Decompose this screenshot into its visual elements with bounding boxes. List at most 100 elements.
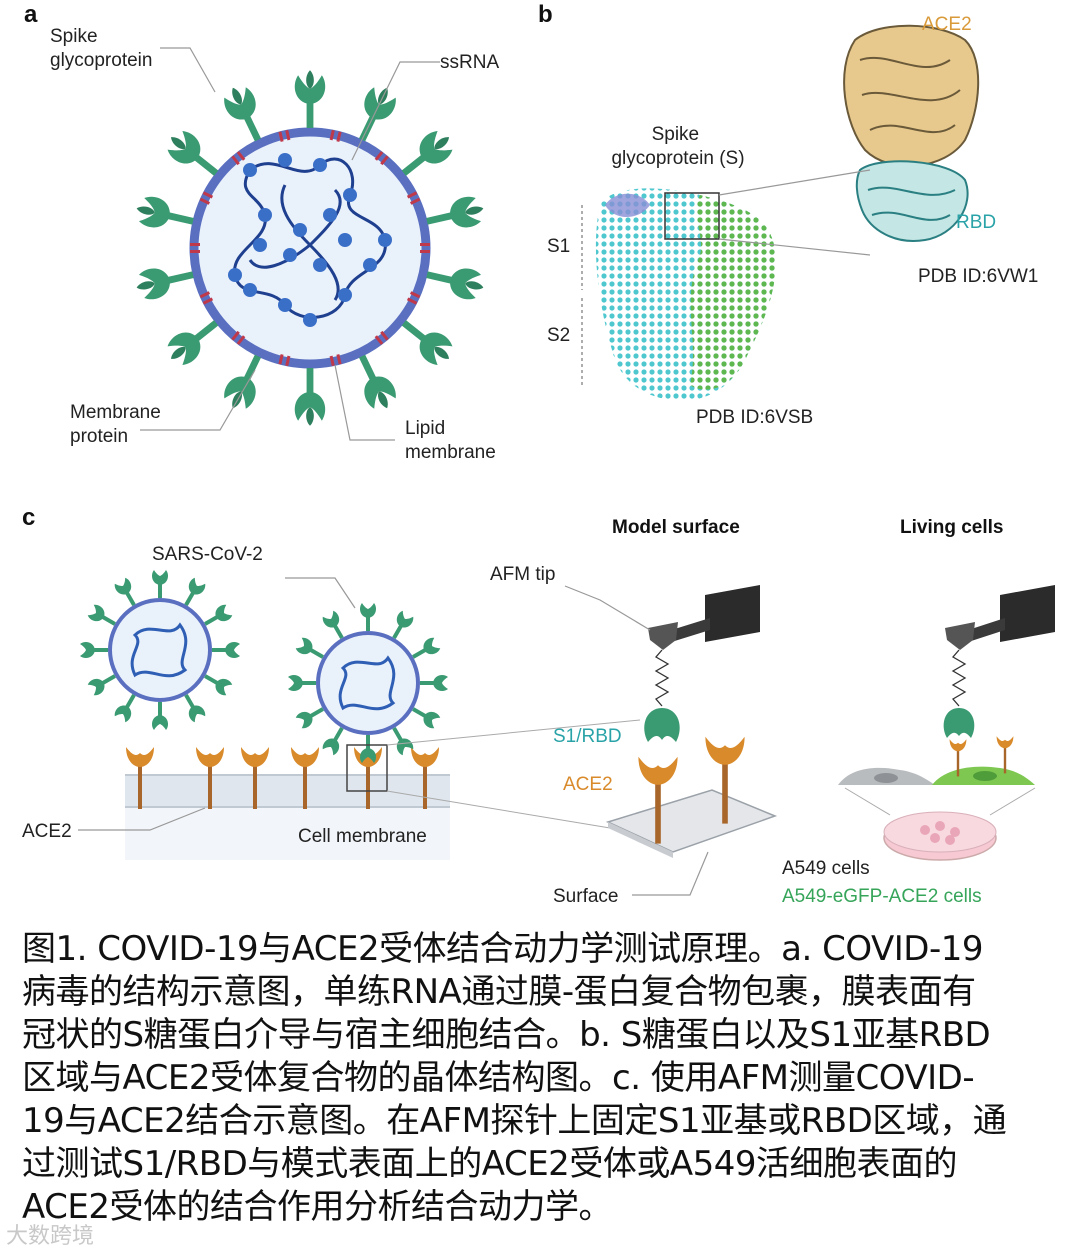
label-ace2-structure: ACE2: [922, 14, 972, 35]
rna-node: [258, 208, 272, 222]
s1-rbd-on-tip: [644, 708, 680, 742]
label-lipid-membrane-line1: Lipid: [405, 418, 445, 439]
rna-node: [313, 258, 327, 272]
zoom-box: [346, 744, 388, 792]
label-s2: S2: [547, 325, 570, 346]
rna-node: [293, 223, 307, 237]
label-pdb-6vsb: PDB ID:6VSB: [696, 407, 813, 428]
virus-diagram: [133, 70, 487, 426]
caption-line: 19与ACE2结合示意图。在AFM探针上固定S1亚基或RBD区域，通: [22, 1101, 1007, 1141]
label-surface: Surface: [553, 886, 618, 907]
panel-a-letter: a: [24, 1, 38, 28]
spike-glycoprotein: [133, 259, 197, 303]
panel-a-leaders: [140, 47, 440, 441]
rna-strand: [338, 655, 396, 711]
surface-leader: [632, 851, 709, 896]
label-spike-s-line2: glycoprotein (S): [611, 148, 744, 169]
rbd-crystal-structure: [855, 160, 969, 242]
afm-spring-model: [654, 649, 670, 707]
afm-cantilever-cells: [945, 585, 1055, 650]
spike-glycoprotein: [423, 193, 487, 237]
watermark-text: 大数跨境: [6, 1224, 95, 1249]
label-ace2-left: ACE2: [22, 821, 72, 842]
spike-glycoprotein: [420, 675, 448, 691]
label-spike-glycoprotein-s: Spike glycoprotein (S): [611, 124, 744, 169]
panel-b-leaders: [718, 169, 871, 256]
spike-glycoprotein: [219, 349, 272, 415]
rna-node: [283, 248, 297, 262]
ace2-crystal-structure: [843, 24, 980, 167]
culture-dish: [883, 811, 997, 861]
afm-spring-cells: [951, 649, 967, 707]
ace2-leader-left: [78, 807, 206, 831]
caption-line: 图1. COVID-19与ACE2受体结合动力学测试原理。a. COVID-19: [22, 929, 984, 969]
caption-line: ACE2受体的结合作用分析结合动力学。: [22, 1187, 613, 1227]
spike-glycoprotein: [348, 349, 401, 415]
label-ssrna: ssRNA: [440, 52, 499, 73]
spike-glycoprotein: [80, 642, 108, 658]
spike-glycoprotein: [423, 259, 487, 303]
a549-egfp-cell-green: [932, 766, 1035, 785]
label-membrane-protein-line1: Membrane: [70, 402, 161, 423]
caption-line: 病毒的结构示意图，单练RNA通过膜-蛋白复合物包裹，膜表面有: [22, 972, 976, 1012]
rna-node: [313, 158, 327, 172]
model-surface-slide: [605, 789, 778, 858]
label-a549-cells: A549 cells: [782, 858, 870, 879]
rna-node: [343, 188, 357, 202]
label-membrane-protein-line2: protein: [70, 426, 128, 447]
caption-line: 过测试S1/RBD与模式表面上的ACE2受体或A549活细胞表面的: [22, 1144, 957, 1184]
virus-envelope: [108, 598, 212, 702]
rna-node: [303, 313, 317, 327]
spike-glycoprotein: [288, 675, 316, 691]
label-afm-tip: AFM tip: [490, 564, 555, 585]
label-ace2-middle: ACE2: [563, 774, 613, 795]
label-s1: S1: [547, 236, 570, 257]
rna-strand: [130, 622, 188, 678]
afm-leader: [564, 585, 651, 631]
sars-leader: [285, 577, 356, 609]
figure-caption: 图1. COVID-19与ACE2受体结合动力学测试原理。a. COVID-19…: [22, 928, 1062, 1229]
label-rbd-structure: RBD: [956, 212, 996, 233]
label-lipid-membrane-line2: membrane: [405, 442, 496, 463]
rna-node: [338, 233, 352, 247]
rna-nodes: [228, 153, 392, 327]
spike-glycoprotein: [212, 642, 240, 658]
label-spike-a-line1: Spike: [50, 26, 98, 47]
a549-cell-grey: [838, 767, 935, 785]
caption-line: 冠状的S糖蛋白介导与宿主细胞结合。b. S糖蛋白以及S1亚基RBD: [22, 1015, 991, 1055]
spike-glycoprotein: [133, 193, 197, 237]
spike-glycoprotein: [152, 702, 168, 730]
cell-membrane-block: [125, 774, 450, 860]
label-pdb-6vw1: PDB ID:6VW1: [918, 266, 1038, 287]
rna-node: [323, 208, 337, 222]
label-spike-glycoprotein-a: Spike glycoprotein: [50, 26, 152, 71]
rna-node: [228, 268, 242, 282]
label-membrane-protein: Membrane protein: [70, 402, 166, 447]
label-a549-egfp-ace2: A549-eGFP-ACE2 cells: [782, 886, 982, 907]
rna-node: [278, 298, 292, 312]
cell-zoom-lines: [844, 787, 1036, 816]
spike-glycoprotein: [360, 603, 376, 631]
spike-glycoprotein: [152, 570, 168, 598]
panel-b-letter: b: [538, 1, 553, 28]
label-lipid-membrane: Lipid membrane: [405, 418, 496, 463]
rna-node: [363, 258, 377, 272]
virus-small-bound: [288, 603, 448, 763]
label-spike-s-line1: Spike: [652, 124, 700, 145]
virus-small-free: [80, 570, 240, 730]
label-s1-rbd: S1/RBD: [553, 726, 622, 747]
label-sars-cov-2: SARS-CoV-2: [152, 544, 263, 565]
spike-glycoprotein: [219, 81, 272, 147]
header-model-surface: Model surface: [612, 517, 740, 538]
rna-node: [338, 288, 352, 302]
s1-rbd-on-tip-cells: [943, 708, 975, 738]
label-spike-a-line2: glycoprotein: [50, 50, 152, 71]
virus-envelope: [316, 631, 420, 735]
figure-canvas: a Spike glycoprotein ssRNA Membrane prot…: [22, 1, 1055, 907]
spike-glycoprotein: [294, 70, 326, 128]
rna-node: [243, 163, 257, 177]
rna-node: [253, 238, 267, 252]
panel-c-letter: c: [22, 504, 35, 531]
spike-glycoprotein: [294, 368, 326, 426]
zoom-leaders: [386, 719, 641, 829]
